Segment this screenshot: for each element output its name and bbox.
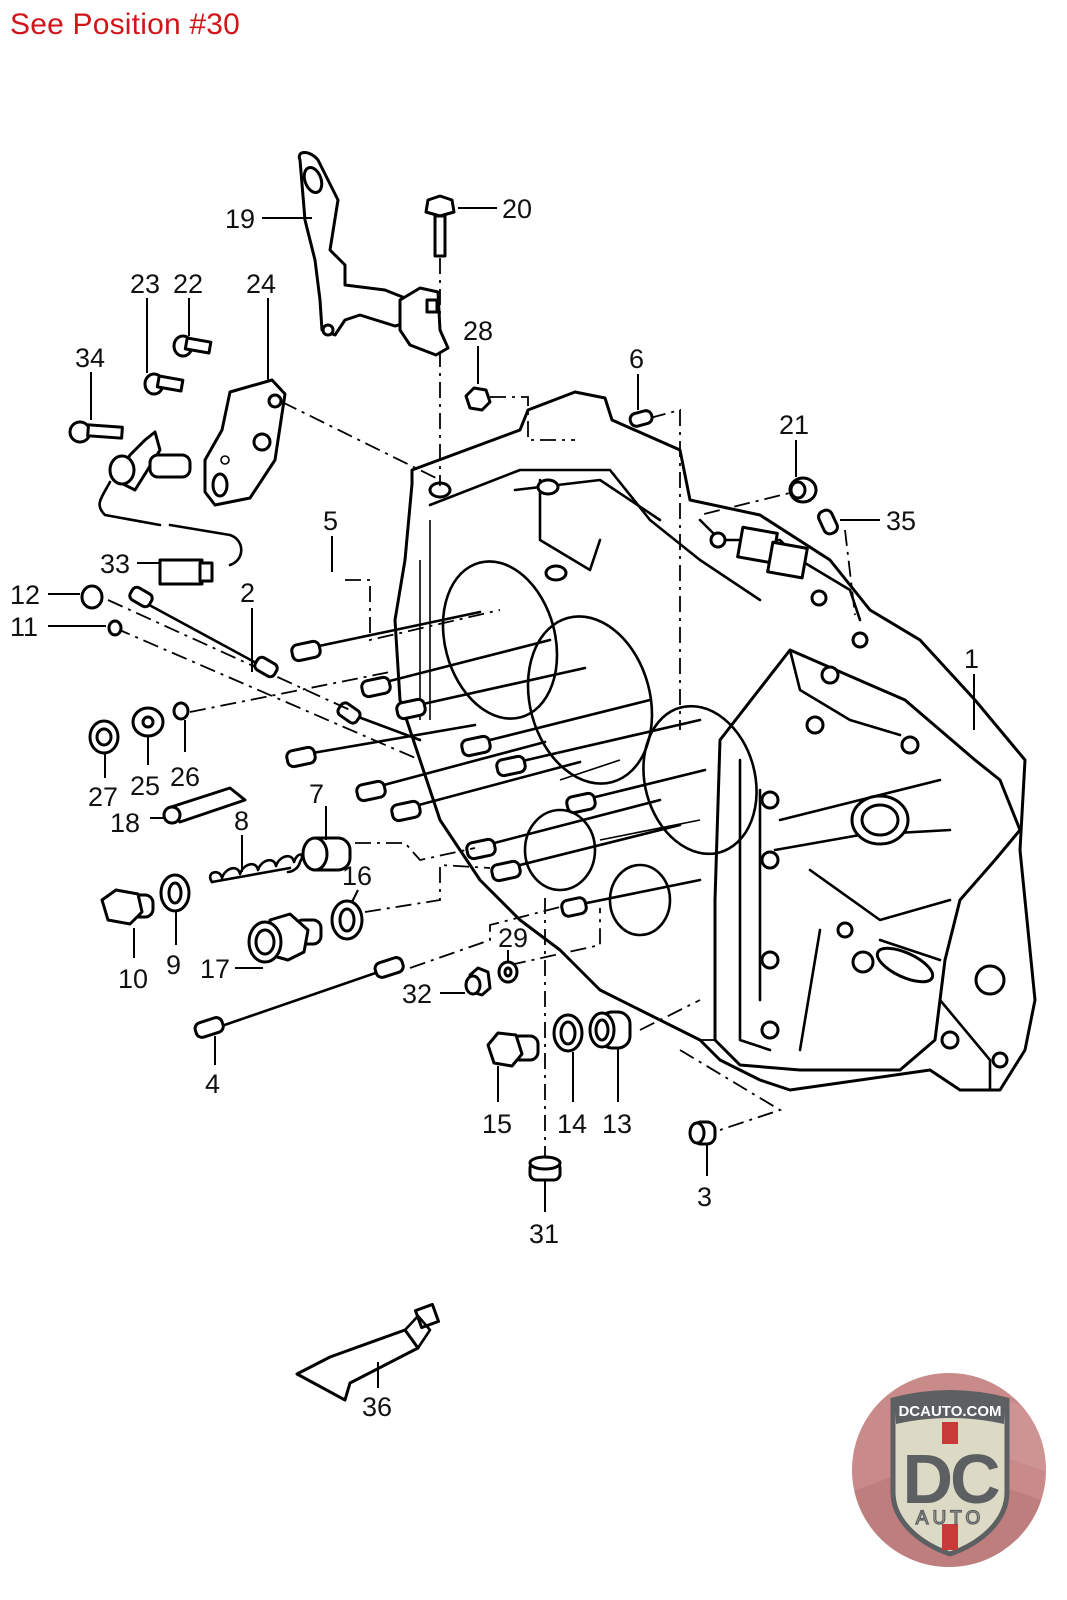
cap-part-31[interactable] — [528, 1155, 562, 1182]
logo-top-text: DCAUTO.COM — [898, 1403, 1001, 1420]
logo-stripe-bottom — [942, 1524, 958, 1550]
crankcase-part-1[interactable] — [393, 390, 1037, 1092]
bolt-part-23[interactable] — [143, 372, 185, 396]
logo-stripe-top — [942, 1422, 958, 1444]
callout-10: 10 — [118, 964, 148, 994]
callout-26: 26 — [170, 762, 200, 792]
callout-19: 19 — [225, 204, 255, 234]
washer-part-14[interactable] — [552, 1013, 584, 1053]
dcauto-logo: DCAUTO.COM DC AUTO — [852, 1373, 1046, 1567]
bracket-part-19[interactable] — [297, 151, 450, 357]
callout-29: 29 — [498, 923, 528, 953]
bolt-part-34[interactable] — [68, 420, 124, 444]
callout-4: 4 — [205, 1069, 220, 1099]
callout-17: 17 — [200, 954, 230, 984]
callout-18: 18 — [110, 808, 140, 838]
callout-34: 34 — [75, 343, 105, 373]
callout-22: 22 — [173, 269, 203, 299]
callout-28: 28 — [463, 316, 493, 346]
nut-part-32[interactable] — [464, 966, 492, 997]
through-studs[interactable] — [285, 610, 707, 918]
see-position-note: See Position #30 — [10, 8, 241, 41]
callout-33: 33 — [100, 549, 130, 579]
alignment-lines — [107, 258, 856, 1160]
nut-part-28[interactable] — [464, 386, 492, 412]
callout-2: 2 — [240, 578, 255, 608]
callout-3: 3 — [697, 1182, 712, 1212]
leader-lines — [48, 207, 975, 1388]
logo-sub-text: AUTO — [916, 1508, 984, 1529]
fitting-part-17[interactable] — [247, 912, 323, 964]
callout-35: 35 — [886, 506, 916, 536]
callout-27: 27 — [88, 782, 118, 812]
seal-part-16[interactable] — [330, 899, 364, 941]
stud-part-4[interactable] — [193, 956, 405, 1039]
plug-part-10[interactable] — [100, 888, 155, 926]
callout-36: 36 — [362, 1392, 392, 1422]
piston-part-7[interactable] — [301, 836, 352, 872]
dowel-part-6[interactable] — [628, 409, 654, 428]
callout-16: 16 — [342, 861, 372, 891]
callout-15: 15 — [482, 1109, 512, 1139]
callout-25: 25 — [130, 771, 160, 801]
callout-1: 1 — [964, 644, 979, 674]
bushing-part-3[interactable] — [688, 1120, 717, 1146]
callout-9: 9 — [166, 950, 181, 980]
logo-letters: DC — [902, 1440, 999, 1518]
seal-part-26[interactable] — [172, 701, 190, 721]
plug-part-12[interactable] — [80, 584, 104, 610]
washer-part-25[interactable] — [131, 706, 165, 738]
nut-part-27[interactable] — [88, 719, 120, 755]
washer-part-29[interactable] — [497, 960, 519, 984]
logo-shield — [890, 1390, 1010, 1557]
callout-32: 32 — [402, 979, 432, 1009]
callout-8: 8 — [234, 806, 249, 836]
washer-part-9[interactable] — [159, 873, 191, 913]
callout-labels: 1 2 3 4 5 6 7 8 9 10 11 12 13 14 15 16 1… — [10, 194, 979, 1422]
guide-pin-part-18[interactable] — [162, 786, 247, 825]
bushing-part-21[interactable] — [788, 476, 818, 504]
callout-6: 6 — [629, 344, 644, 374]
spring-part-8[interactable] — [209, 853, 304, 884]
bolt-part-22[interactable] — [172, 334, 213, 358]
pin-part-35[interactable] — [817, 508, 840, 536]
callout-11: 11 — [10, 612, 38, 642]
callout-13: 13 — [602, 1109, 632, 1139]
callout-24: 24 — [246, 269, 276, 299]
sensor-part-33[interactable] — [98, 430, 243, 586]
callout-23: 23 — [130, 269, 160, 299]
sealant-tube-part-36[interactable] — [295, 1302, 441, 1402]
plug-part-11[interactable] — [107, 619, 123, 637]
callout-14: 14 — [557, 1109, 587, 1139]
bolt-part-20[interactable] — [424, 194, 456, 258]
callout-31: 31 — [529, 1219, 559, 1249]
callout-21: 21 — [779, 410, 809, 440]
bushing-part-13[interactable] — [588, 1010, 632, 1050]
stud-part-2[interactable] — [128, 585, 279, 679]
callout-7: 7 — [309, 779, 324, 809]
callout-20: 20 — [502, 194, 532, 224]
sensor-bracket-part-24[interactable] — [203, 378, 287, 507]
callout-5: 5 — [323, 506, 338, 536]
plug-part-15[interactable] — [486, 1031, 540, 1068]
callout-12: 12 — [10, 580, 40, 610]
